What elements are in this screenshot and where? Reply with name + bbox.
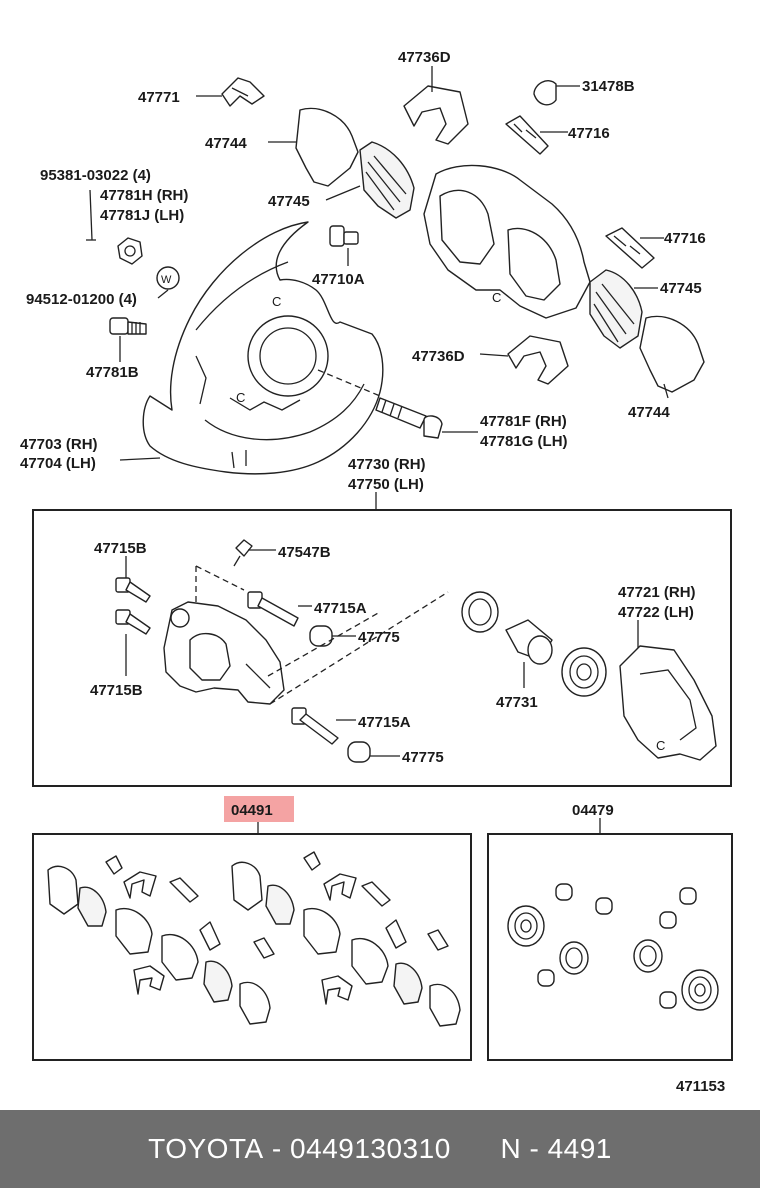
shim-47744-right <box>639 315 705 393</box>
label-47744-top: 47744 <box>205 135 247 152</box>
label-31478b: 31478B <box>582 78 635 95</box>
part-footer-bar: TOYOTA - 0449130310 N - 4491 <box>0 1110 760 1188</box>
svg-text:C: C <box>272 294 281 309</box>
spring-47716-right <box>605 227 655 269</box>
pin-95381 <box>86 189 96 241</box>
piston-47731 <box>505 619 553 665</box>
bolt-47715b-bot <box>115 609 151 635</box>
kit-04479-box <box>487 833 733 1061</box>
label-47750: 47750 (LH) <box>348 476 424 493</box>
cap-31478b <box>533 80 557 106</box>
bolt-47781f <box>375 397 443 439</box>
label-47730: 47730 (RH) <box>348 456 426 473</box>
caliper-body-47730 <box>163 601 285 705</box>
clip-47736d-top <box>403 85 469 145</box>
label-47781g: 47781G (LH) <box>480 433 568 450</box>
label-04479: 04479 <box>572 802 614 819</box>
washer-94512: W <box>156 266 180 290</box>
label-47781h: 47781H (RH) <box>100 187 188 204</box>
pin-47715a-bot <box>291 707 339 745</box>
kit-04479-parts <box>507 883 719 1011</box>
label-47744-right: 47744 <box>628 404 670 421</box>
label-47715b-top: 47715B <box>94 540 147 557</box>
kit-04491-box <box>32 833 472 1061</box>
nut-47781h <box>117 237 143 265</box>
label-47745-right: 47745 <box>660 280 702 297</box>
label-47781j: 47781J (LH) <box>100 207 184 224</box>
svg-text:W: W <box>161 274 172 286</box>
seal-ring <box>461 591 499 633</box>
boot-47775-bot <box>347 741 371 763</box>
clip-47771 <box>221 77 265 107</box>
footer-part-number: 0449130310 <box>290 1133 451 1164</box>
label-47736d-top: 47736D <box>398 49 451 66</box>
label-47781b: 47781B <box>86 364 139 381</box>
bolt-47710a <box>329 225 359 247</box>
pad-47745-left <box>359 141 415 219</box>
clip-47736d-mid <box>507 335 569 385</box>
bolt-47715b-top <box>115 577 151 603</box>
label-47731: 47731 <box>496 694 538 711</box>
label-471153: 471153 <box>676 1078 725 1095</box>
bolt-47781b <box>109 317 147 335</box>
label-95381: 95381-03022 (4) <box>40 167 151 184</box>
label-47710a: 47710A <box>312 271 365 288</box>
label-47715a-bot: 47715A <box>358 714 411 731</box>
label-47781f: 47781F (RH) <box>480 413 567 430</box>
label-47722: 47722 (LH) <box>618 604 694 621</box>
caliper-mount: C <box>423 164 591 319</box>
label-94512: 94512-01200 (4) <box>26 291 137 308</box>
svg-text:C: C <box>492 290 501 305</box>
label-47715a-top: 47715A <box>314 600 367 617</box>
pad-47745-right <box>589 269 643 349</box>
spring-47716-top <box>505 115 549 155</box>
kit-04491-parts <box>47 851 461 1027</box>
pin-47715a-top <box>247 591 299 627</box>
boot-ring <box>561 647 607 697</box>
caliper-box <box>32 509 732 787</box>
caliper-half-47721: C <box>619 645 717 761</box>
label-47771: 47771 <box>138 89 180 106</box>
shim-47744-left <box>295 107 359 187</box>
footer-brand: TOYOTA <box>148 1133 264 1164</box>
label-47704: 47704 (LH) <box>20 455 96 472</box>
label-47716-right: 47716 <box>664 230 706 247</box>
label-47775-top: 47775 <box>358 629 400 646</box>
label-47703: 47703 (RH) <box>20 436 98 453</box>
svg-text:C: C <box>236 390 245 405</box>
label-47736d-mid: 47736D <box>412 348 465 365</box>
label-47547b: 47547B <box>278 544 331 561</box>
boot-47775-top <box>309 625 333 647</box>
dust-shield-47703: C C <box>142 221 384 475</box>
bleeder-47547b <box>233 539 253 567</box>
parts-diagram: C C W <box>20 49 733 1095</box>
label-47715b-bot: 47715B <box>90 682 143 699</box>
label-47721: 47721 (RH) <box>618 584 696 601</box>
label-04491: 04491 <box>231 802 273 819</box>
kit-04491-highlight <box>224 796 294 822</box>
label-47745-top: 47745 <box>268 193 310 210</box>
footer-code: N - 4491 <box>500 1133 612 1164</box>
svg-text:C: C <box>656 738 665 753</box>
label-47775-bot: 47775 <box>402 749 444 766</box>
footer-separator: - <box>263 1133 291 1164</box>
footer-gap <box>451 1133 501 1165</box>
label-47716-top: 47716 <box>568 125 610 142</box>
